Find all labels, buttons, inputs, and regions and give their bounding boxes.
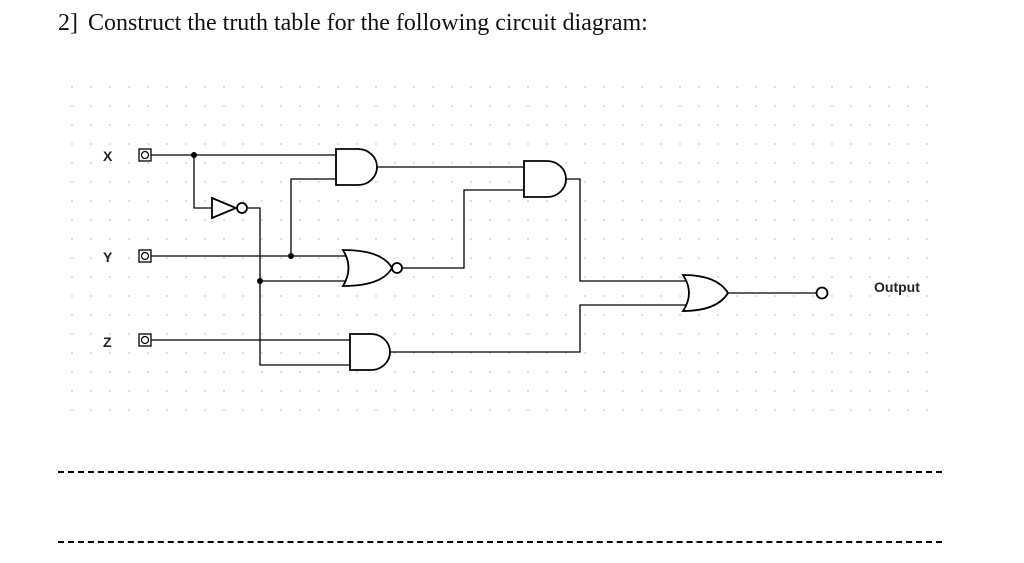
output-pin xyxy=(815,286,829,300)
not-gate xyxy=(211,196,248,220)
input-pin-x xyxy=(138,148,152,162)
input-pin-y xyxy=(138,249,152,263)
answer-line-1 xyxy=(58,471,942,473)
and-gate-3 xyxy=(349,333,391,371)
junction-x xyxy=(191,152,197,158)
output-label: Output xyxy=(874,279,920,295)
question-number: 2] xyxy=(58,10,78,36)
wires xyxy=(151,154,818,366)
input-label-x: X xyxy=(103,148,113,164)
input-pin-z xyxy=(138,333,152,347)
and-gate-4 xyxy=(523,160,567,198)
junction-not-x xyxy=(257,278,263,284)
input-label-y: Y xyxy=(103,249,113,265)
nor-gate xyxy=(341,249,403,287)
or-gate xyxy=(681,274,730,312)
question-prompt: Construct the truth table for the follow… xyxy=(88,10,648,36)
input-label-z: Z xyxy=(103,334,112,350)
answer-line-2 xyxy=(58,541,942,543)
junction-y xyxy=(288,253,294,259)
grid-dots xyxy=(71,86,928,411)
question-text: 2] Construct the truth table for the foll… xyxy=(58,10,648,37)
and-gate-1 xyxy=(335,148,378,186)
